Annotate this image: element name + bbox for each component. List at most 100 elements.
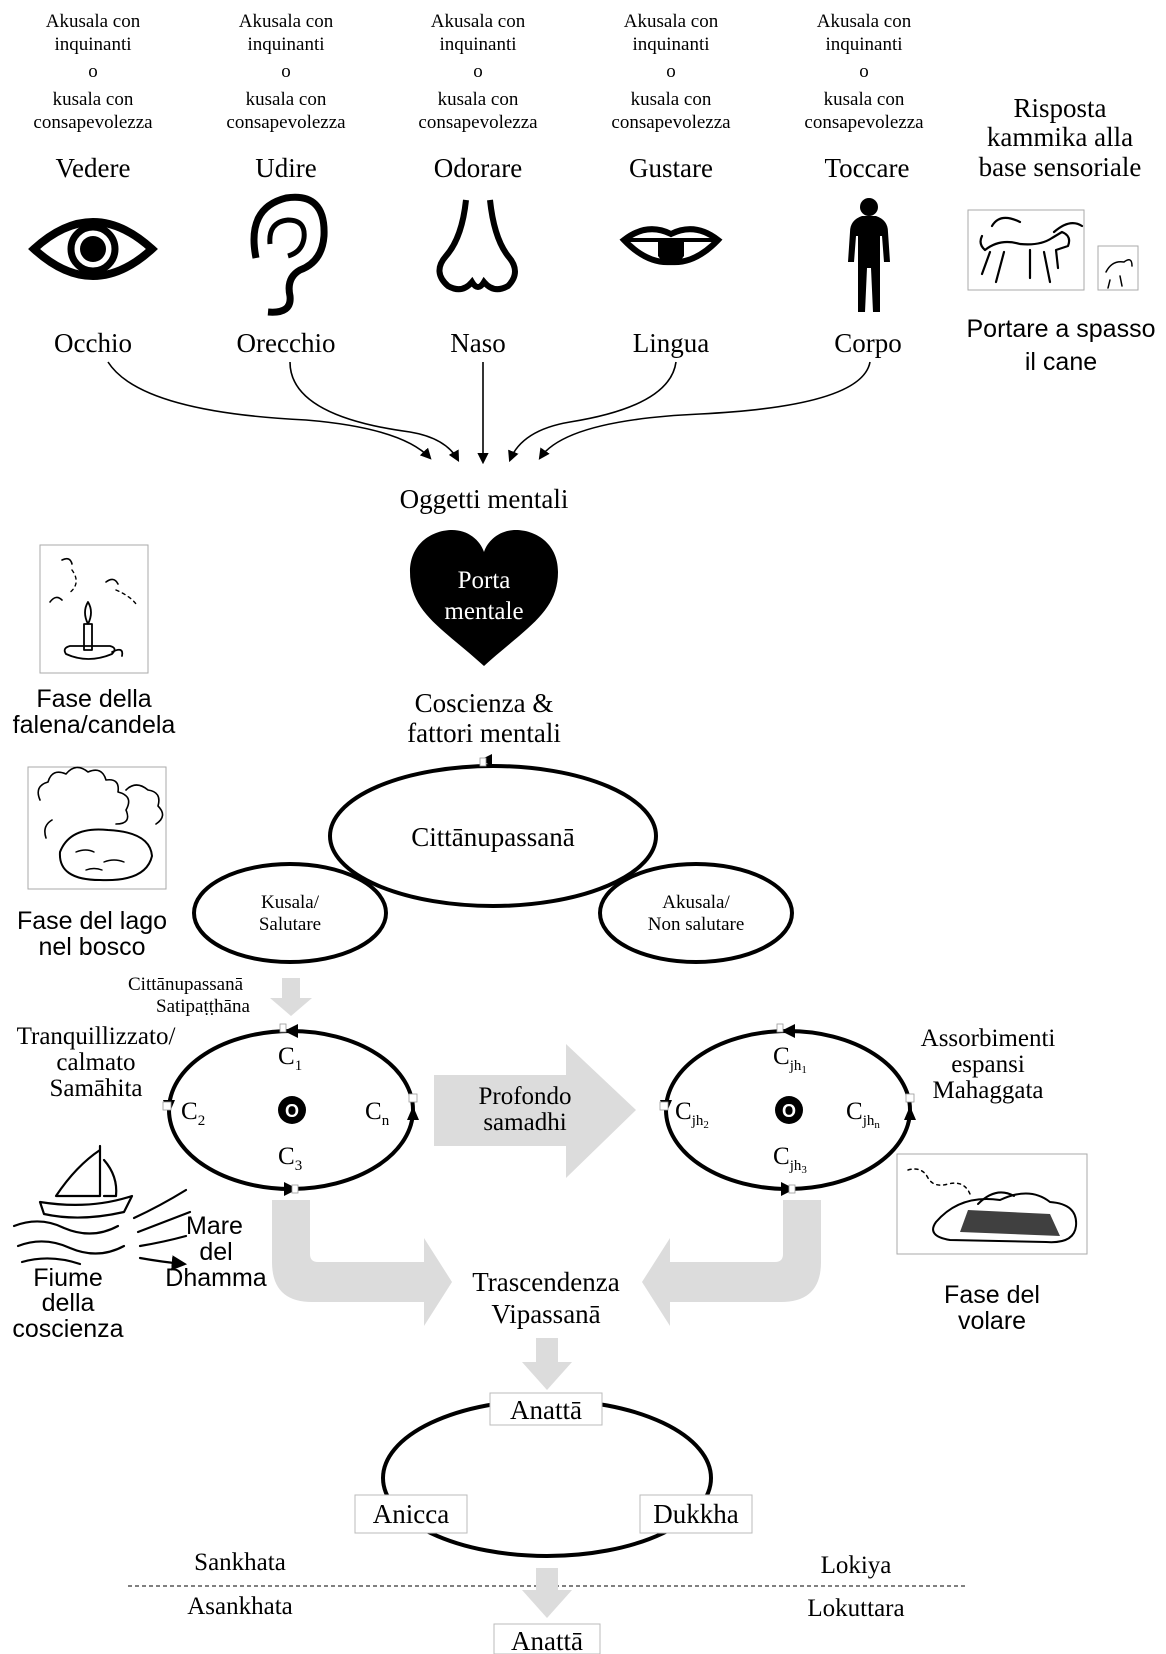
dog-walking-illustration [967,209,1139,291]
cittanupassana-cluster: Cittānupassanā Kusala/ Salutare Akusala/… [192,754,794,964]
convergence-arrows [107,361,871,465]
ear-icon [250,193,328,316]
expanded-label-3: Mahaggata [932,1077,1043,1104]
deep-samadhi-label-2: samadhi [483,1109,566,1136]
expanded-label-1: Assorbimenti [921,1025,1056,1052]
kusala-label-2: Salutare [259,914,321,935]
karma-or: o [859,61,869,82]
calm-label-3: Samāhita [49,1075,142,1102]
three-marks: Anattā Anicca Dukkha [354,1392,753,1558]
sense-verb: Gustare [629,153,713,183]
samadhi-center-dot [278,1096,306,1124]
sense-organ: Lingua [633,328,709,358]
calm-label-1: Tranquillizzato/ [17,1023,176,1050]
anatta-label: Anattā [510,1395,582,1425]
sea-label-2: del [199,1238,232,1266]
karma-top: Akusala con [46,11,141,32]
satipatthana-label-1: Cittānupassanā [128,974,244,995]
karma-bot: kusala con [631,89,712,110]
lake-phase-label-2: nel bosco [38,933,145,961]
moth-phase-label-1: Fase della [36,685,151,713]
fly-phase-label-1: Fase del [944,1281,1040,1309]
nose-icon [436,199,518,293]
river-label-3: coscienza [12,1315,123,1343]
river-sailboat-illustration [12,1144,190,1264]
mind-door-label-2: mentale [444,598,523,625]
karma-top2: inquinanti [632,34,709,55]
karma-bot2: consapevolezza [611,112,731,133]
fly-phase-label-2: volare [958,1307,1026,1335]
expanded-label-2: espansi [951,1051,1025,1078]
anicca-label: Anicca [373,1499,449,1529]
samadhi-loop: C1 C2 C3 Cn O [162,1023,419,1196]
cittanupassana-label: Cittānupassanā [411,822,574,852]
flying-phase-illustration [896,1153,1088,1255]
kusala-ellipse [192,862,388,964]
c3-label: C3 [278,1143,302,1174]
calm-label-2: calmato [56,1049,135,1076]
karma-bot: kusala con [438,89,519,110]
deep-samadhi-label-1: Profondo [478,1083,571,1110]
sankhata-label: Sankhata [194,1549,286,1576]
karma-or: o [88,61,98,82]
kamma-response-title-2: kammika alla [987,122,1133,152]
kamma-response-title-1: Risposta [1013,93,1106,123]
jhana-loop: Cjh1 Cjh2 Cjh3 Cjhn O [659,1023,916,1196]
akusala-label-2: Non salutare [648,914,745,935]
sense-organ: Corpo [834,328,902,358]
sense-verb: Vedere [56,153,131,183]
karma-or: o [473,61,483,82]
sense-column-tongue: Akusala con inquinanti o kusala con cons… [611,11,731,358]
karma-top2: inquinanti [247,34,324,55]
karma-top2: inquinanti [54,34,131,55]
mental-objects-label: Oggetti mentali [400,484,569,514]
satipatthana-down-arrow [270,978,312,1016]
eye-icon [28,218,158,280]
jhana-center-dot [775,1096,803,1124]
sense-column-body: Akusala con inquinanti o kusala con cons… [804,11,924,358]
karma-bot2: consapevolezza [33,112,153,133]
sense-organ: Occhio [54,328,132,358]
final-anatta-label: Anattā [511,1626,583,1654]
karma-top: Akusala con [431,11,526,32]
final-anatta-box [493,1623,601,1654]
sea-label-1: Mare [186,1212,243,1240]
down-arrow-to-marks [522,1338,572,1390]
moth-candle-phase [39,544,149,674]
satipatthana-label-2: Satipaṭṭhāna [156,996,250,1017]
river-label-2: della [42,1289,95,1317]
transcend-label-1: Trascendenza [472,1267,619,1297]
samadhi-center-label: O [285,1101,299,1121]
deep-samadhi-arrow: Profondo samadhi [434,1044,636,1178]
lake-phase-label-1: Fase del lago [17,907,167,935]
sense-column-ear: Akusala con inquinanti o kusala con cons… [226,11,346,358]
karma-bot: kusala con [246,89,327,110]
forest-lake-phase [27,766,167,890]
karma-top: Akusala con [817,11,912,32]
down-arrow-to-final [522,1568,572,1618]
asankhata-label: Asankhata [187,1593,293,1620]
consciousness-label-2: fattori mentali [407,718,561,748]
body-icon [848,198,890,312]
kamma-response-title-3: base sensoriale [979,152,1142,182]
lokuttara-label: Lokuttara [807,1595,904,1622]
karma-or: o [666,61,676,82]
karma-top2: inquinanti [439,34,516,55]
mind-door-label-1: Porta [458,567,511,594]
sense-organ: Naso [450,328,506,358]
river-label-1: Fiume [33,1264,102,1292]
kamma-response-caption-2: il cane [1025,348,1097,376]
karma-bot2: consapevolezza [804,112,924,133]
karma-bot2: consapevolezza [226,112,346,133]
akusala-label-1: Akusala/ [662,892,730,913]
sense-column-eye: Akusala con inquinanti o kusala con cons… [28,11,158,358]
sea-label-3: Dhamma [165,1264,267,1292]
karma-top2: inquinanti [825,34,902,55]
cjh1-label: Cjh1 [773,1043,807,1076]
karma-top: Akusala con [239,11,334,32]
cjh3-label: Cjh3 [773,1143,807,1176]
right-transcend-arrow [642,1200,821,1326]
kusala-label-1: Kusala/ [261,892,320,913]
karma-bot: kusala con [53,89,134,110]
akusala-ellipse [598,862,794,964]
